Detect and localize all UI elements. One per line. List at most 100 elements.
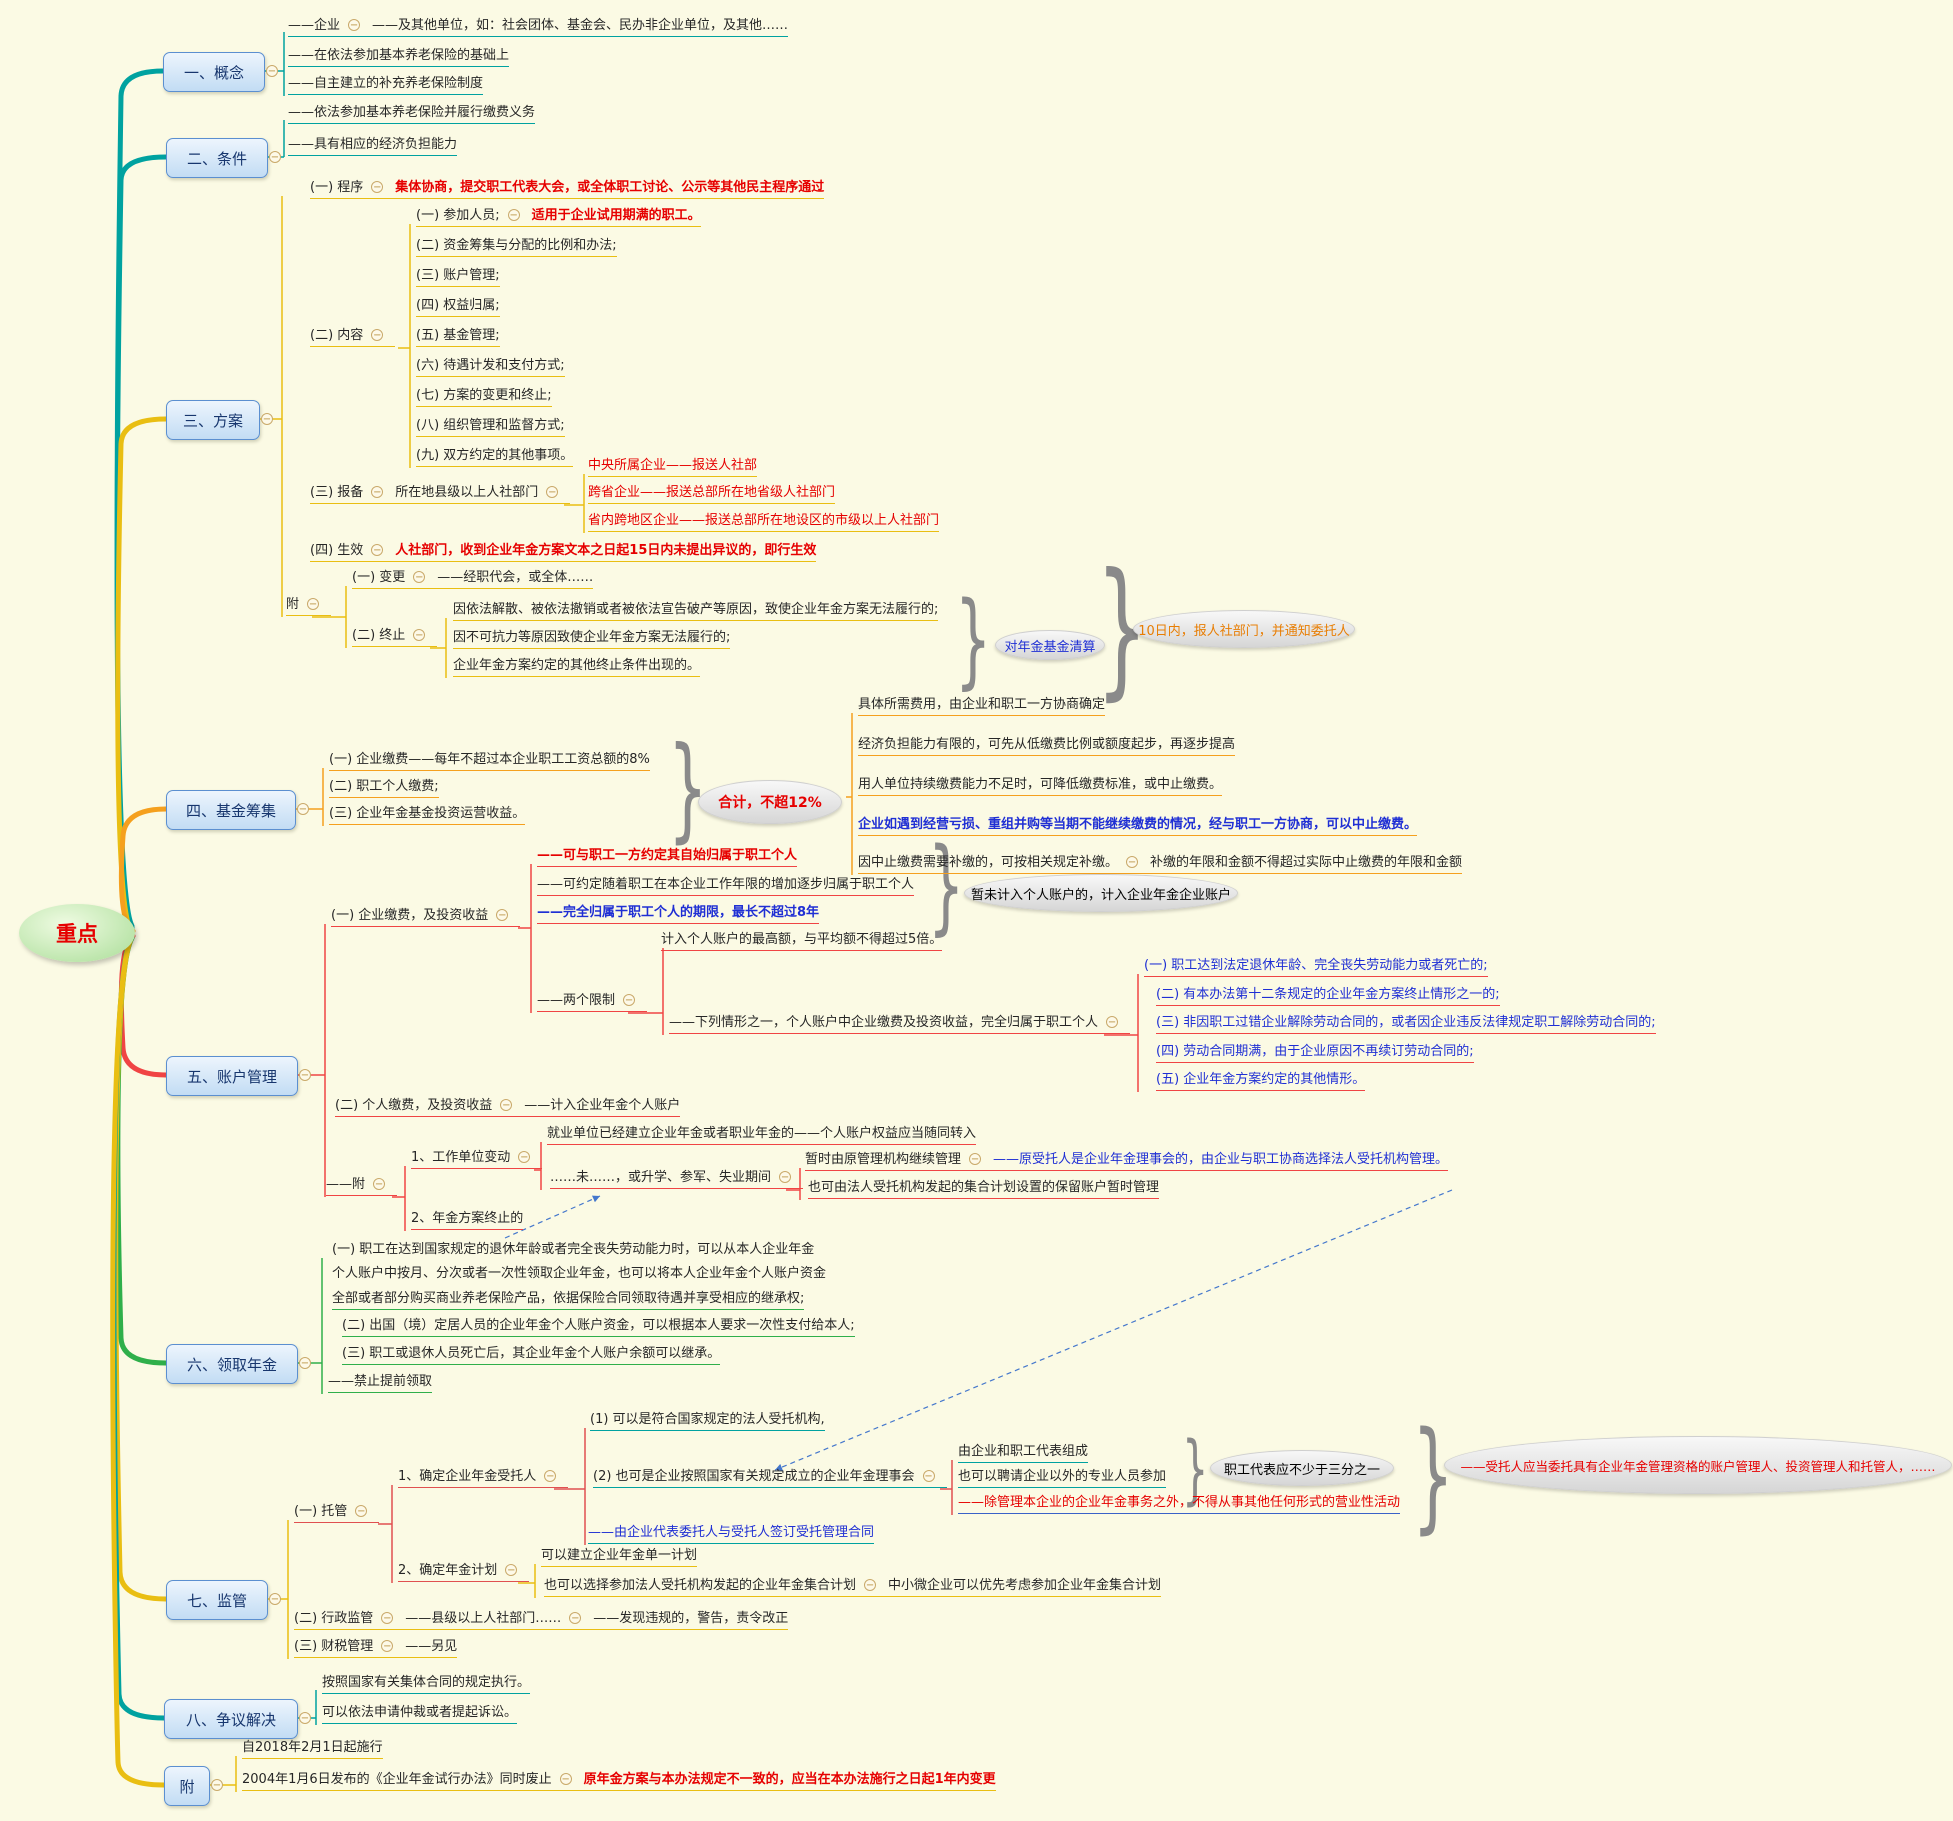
account-vesting-gradual[interactable]: ——可约定随着职工在本企业工作年限的增加逐步归属于职工个人 [537,877,915,896]
collapse-icon[interactable]: − [211,1779,223,1791]
fund-employer-contribution[interactable]: (一) 企业缴费——每年不超过本企业职工工资总额的8% [329,752,650,771]
plan-effective[interactable]: (四) 生效−人社部门，收到企业年金方案文本之日起15日内未提出异议的，即行生效 [310,543,817,562]
withdraw-no-early[interactable]: ——禁止提前领取 [328,1374,433,1393]
account-employer-contribution[interactable]: (一) 企业缴费，及投资收益− [331,908,521,927]
account-vesting-immediate[interactable]: ——可与职工一方约定其自始归属于职工个人 [537,848,798,867]
dispute-collective-contract[interactable]: 按照国家有关集体合同的规定执行。 [322,1675,531,1694]
account-case-plan-termination[interactable]: (二) 有本办法第十二条规定的企业年金方案终止情形之一的; [1156,987,1500,1006]
collapse-icon[interactable]: − [269,151,281,163]
plan-content-other-matters[interactable]: (九) 双方约定的其他事项。 [416,448,574,467]
account-limit-5x[interactable]: 计入个人账户的最高额，与平均额不得超过5倍。 [661,932,943,951]
plan-filing-central[interactable]: 中央所属企业——报送人社部 [588,458,758,477]
plan-termination-force-majeure[interactable]: 因不可抗力等原因致使企业年金方案无法履行的; [453,630,731,649]
root-topic[interactable]: 重点 [19,904,135,962]
fund-investment-income[interactable]: (三) 企业年金基金投资运营收益。 [329,806,526,825]
collapse-icon[interactable]: − [546,486,559,498]
trustee-legal-institution[interactable]: (1) 可以是符合国家规定的法人受托机构, [590,1412,825,1431]
collapse-icon[interactable]: − [507,209,520,221]
account-case-other[interactable]: (五) 企业年金方案约定的其他情形。 [1156,1072,1366,1091]
account-original-manager[interactable]: 暂时由原管理机构继续管理−——原受托人是企业年金理事会的，由企业与职工协商选择法… [805,1152,1449,1171]
supervise-fiscal-tax[interactable]: (三) 财税管理−——另见 [294,1639,458,1658]
account-no-new-employer[interactable]: ……未……，或升学、参军、失业期间− [550,1170,804,1189]
collapse-icon[interactable]: − [261,413,273,425]
trustee-council[interactable]: (2) 也可是企业按照国家有关规定成立的企业年金理事会− [593,1469,947,1488]
account-full-vesting-cases[interactable]: ——下列情形之一，个人账户中企业缴费及投资收益，完全归属于职工个人− [669,1015,1131,1034]
plan-content-rights[interactable]: (四) 权益归属; [416,298,500,317]
plan-collective[interactable]: 也可以选择参加法人受托机构发起的企业年金集合计划−中小微企业可以优先考虑参加企业… [544,1578,1162,1597]
collapse-icon[interactable]: − [381,1640,394,1652]
branch-plan[interactable]: 三、方案 [166,400,260,440]
plan-procedure[interactable]: (一) 程序−集体协商，提交职工代表大会，或全体职工讨论、公示等其他民主程序通过 [310,180,825,199]
collapse-icon[interactable]: − [559,1773,572,1785]
account-appendix[interactable]: ——附− [326,1177,398,1196]
callout-company-account[interactable]: 暂未计入个人账户的，计入企业年金企业账户 [964,874,1238,912]
trustee-contract[interactable]: ——由企业代表委托人与受托人签订受托管理合同 [588,1525,875,1544]
withdraw-item1-line2[interactable]: 个人账户中按月、分次或者一次性领取企业年金，也可以将本人企业年金个人账户资金 [332,1266,826,1284]
concept-supplementary-system[interactable]: ——自主建立的补充养老保险制度 [288,76,484,95]
fund-note-consultation[interactable]: 具体所需费用，由企业和职工一方协商确定 [858,697,1106,716]
withdraw-item1-line3[interactable]: 全部或者部分购买商业养老保险产品，依据保险合同领取待遇并享受相应的继承权; [332,1291,805,1310]
plan-content-fund-mgmt[interactable]: (五) 基金管理; [416,328,500,347]
appendix-effective-date[interactable]: 自2018年2月1日起施行 [242,1740,383,1759]
collapse-icon[interactable]: − [500,1099,513,1111]
collapse-icon[interactable]: − [299,1357,311,1369]
collapse-icon[interactable]: − [518,1151,531,1163]
branch-condition[interactable]: 二、条件 [166,138,268,178]
plan-appendix[interactable]: 附− [286,597,332,616]
callout-qualified-managers[interactable]: ——受托人应当委托具有企业年金管理资格的账户管理人、投资管理人和托管人，…… [1444,1436,1952,1494]
branch-dispute[interactable]: 八、争议解决 [164,1699,298,1739]
collapse-icon[interactable]: − [413,571,426,583]
appendix-repeal[interactable]: 2004年1月6日发布的《企业年金试行办法》同时废止−原年金方案与本办法规定不一… [242,1772,996,1791]
branch-appendix[interactable]: 附 [164,1766,210,1806]
supervise-administrative[interactable]: (二) 行政监管−——县级以上人社部门……−——发现违规的，警告，责令改正 [294,1611,789,1630]
callout-total-cap-12[interactable]: 合计，不超12% [698,780,842,824]
withdraw-item1-line1[interactable]: (一) 职工在达到国家规定的退休年龄或者完全丧失劳动能力时，可以从本人企业年金 [332,1242,814,1260]
collapse-icon[interactable]: − [381,1612,394,1624]
collapse-icon[interactable]: − [371,486,384,498]
plan-filing-cross-province[interactable]: 跨省企业——报送总部所在地省级人社部门 [588,485,836,504]
collapse-icon[interactable]: − [496,909,509,921]
collapse-icon[interactable]: − [969,1153,982,1165]
fund-note-suspend-conditions[interactable]: 企业如遇到经营亏损、重组并购等当期不能继续缴费的情况，经与职工一方协商，可以中止… [858,817,1418,836]
account-job-change[interactable]: 1、工作单位变动− [411,1150,543,1169]
trustee-determine[interactable]: 1、确定企业年金受托人− [398,1469,569,1488]
plan-determine[interactable]: 2、确定年金计划− [398,1563,530,1582]
branch-supervision[interactable]: 七、监管 [166,1580,268,1620]
withdraw-death-inheritance[interactable]: (三) 职工或退休人员死亡后，其企业年金个人账户余额可以继承。 [342,1346,721,1365]
branch-withdraw[interactable]: 六、领取年金 [166,1344,298,1384]
account-case-contract-expiry[interactable]: (四) 劳动合同期满，由于企业原因不再续订劳动合同的; [1156,1044,1474,1063]
plan-filing-within-province[interactable]: 省内跨地区企业——报送总部所在地设区的市级以上人社部门 [588,513,940,532]
account-plan-terminated[interactable]: 2、年金方案终止的 [411,1211,524,1230]
collapse-icon[interactable]: − [779,1171,792,1183]
collapse-icon[interactable]: − [355,1505,368,1517]
account-vesting-8-years[interactable]: ——完全归属于职工个人的期限，最长不超过8年 [537,905,820,924]
account-transfer-with-job[interactable]: 就业单位已经建立企业年金或者职业年金的——个人账户权益应当随同转入 [547,1126,977,1145]
plan-content-participants[interactable]: (一) 参加人员;−适用于企业试用期满的职工。 [416,208,701,227]
collapse-icon[interactable]: − [371,181,384,193]
plan-termination-other[interactable]: 企业年金方案约定的其他终止条件出现的。 [453,658,701,677]
collapse-icon[interactable]: − [299,1712,311,1724]
fund-note-reduce-suspend[interactable]: 用人单位持续缴费能力不足时，可降低缴费标准，或中止缴费。 [858,777,1223,796]
collapse-icon[interactable]: − [623,994,636,1006]
fund-note-low-start[interactable]: 经济负担能力有限的，可先从低缴费比例或额度起步，再逐步提高 [858,737,1236,756]
supervise-trusteeship[interactable]: (一) 托管− [294,1504,380,1523]
plan-content[interactable]: (二) 内容− [310,328,396,347]
collapse-icon[interactable]: − [413,629,426,641]
callout-one-third-reps[interactable]: 职工代表应不少于三分之一 [1210,1450,1394,1486]
concept-enterprise-and-other-units[interactable]: ——企业−——及其他单位，如：社会团体、基金会、民办非企业单位，及其他…… [288,18,789,37]
callout-fund-liquidation[interactable]: 对年金基金清算 [995,630,1105,660]
concept-basic-pension-basis[interactable]: ——在依法参加基本养老保险的基础上 [288,48,510,67]
council-external-experts[interactable]: 也可以聘请企业以外的专业人员参加 [958,1469,1167,1488]
collapse-icon[interactable]: − [569,1612,582,1624]
account-retention-account[interactable]: 也可由法人受托机构发起的集合计划设置的保留账户暂时管理 [808,1180,1160,1199]
condition-economic-capacity[interactable]: ——具有相应的经济负担能力 [288,137,458,156]
plan-termination-dissolution[interactable]: 因依法解散、被依法撤销或者被依法宣告破产等原因，致使企业年金方案无法履行的; [453,602,939,621]
plan-content-org-supervision[interactable]: (八) 组织管理和监督方式; [416,418,565,437]
council-composition[interactable]: 由企业和职工代表组成 [958,1444,1089,1463]
collapse-icon[interactable]: − [544,1470,557,1482]
dispute-arbitration[interactable]: 可以依法申请仲裁或者提起诉讼。 [322,1705,518,1724]
council-no-business[interactable]: ——除管理本企业的企业年金事务之外，不得从事其他任何形式的营业性活动 [958,1495,1401,1514]
plan-termination[interactable]: (二) 终止− [352,628,438,647]
callout-report-10-days[interactable]: 10日内，报人社部门，并通知委托人 [1133,610,1355,648]
fund-employee-contribution[interactable]: (二) 职工个人缴费; [329,779,439,798]
